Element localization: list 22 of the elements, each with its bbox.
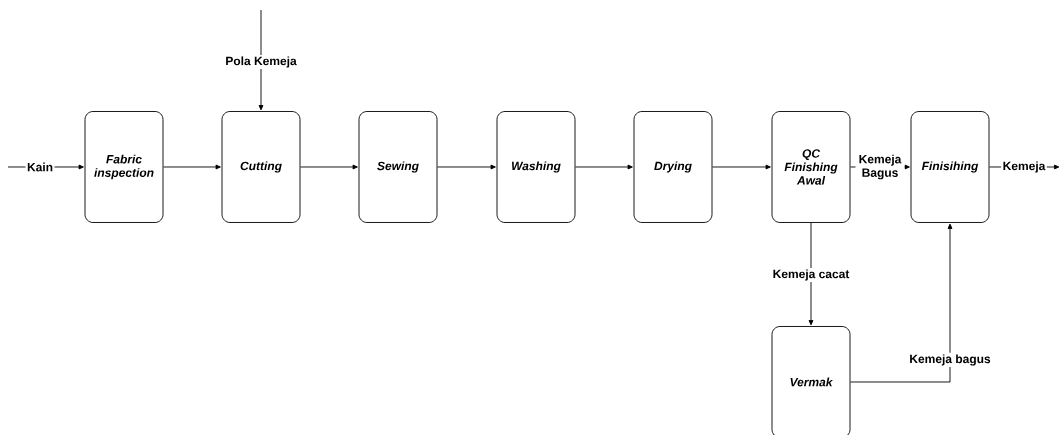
arrow xyxy=(300,164,358,170)
arrow xyxy=(575,164,633,170)
edge-label: Kemeja cacat xyxy=(771,267,851,283)
process-box: Cutting xyxy=(221,111,301,223)
edge-label: Kain xyxy=(25,161,55,173)
edge-label: Kemeja Bagus xyxy=(855,153,905,181)
arrow xyxy=(712,164,771,170)
process-box: Vermak xyxy=(771,326,851,435)
edge-label: Kemeja bagus xyxy=(907,352,993,368)
process-box: Drying xyxy=(633,111,713,223)
edge-label: Kemeja xyxy=(1001,159,1047,175)
arrow xyxy=(808,222,814,326)
arrow xyxy=(850,223,953,383)
process-box: Fabric inspection xyxy=(84,111,164,223)
arrow xyxy=(437,164,496,170)
process-box: Finisihing xyxy=(910,111,990,223)
edge-label: Pola Kemeja xyxy=(223,54,299,70)
process-box: Sewing xyxy=(358,111,438,223)
process-box: QC Finishing Awal xyxy=(771,111,851,223)
process-box: Washing xyxy=(496,111,576,223)
arrow xyxy=(258,9,264,111)
arrow xyxy=(163,164,221,170)
